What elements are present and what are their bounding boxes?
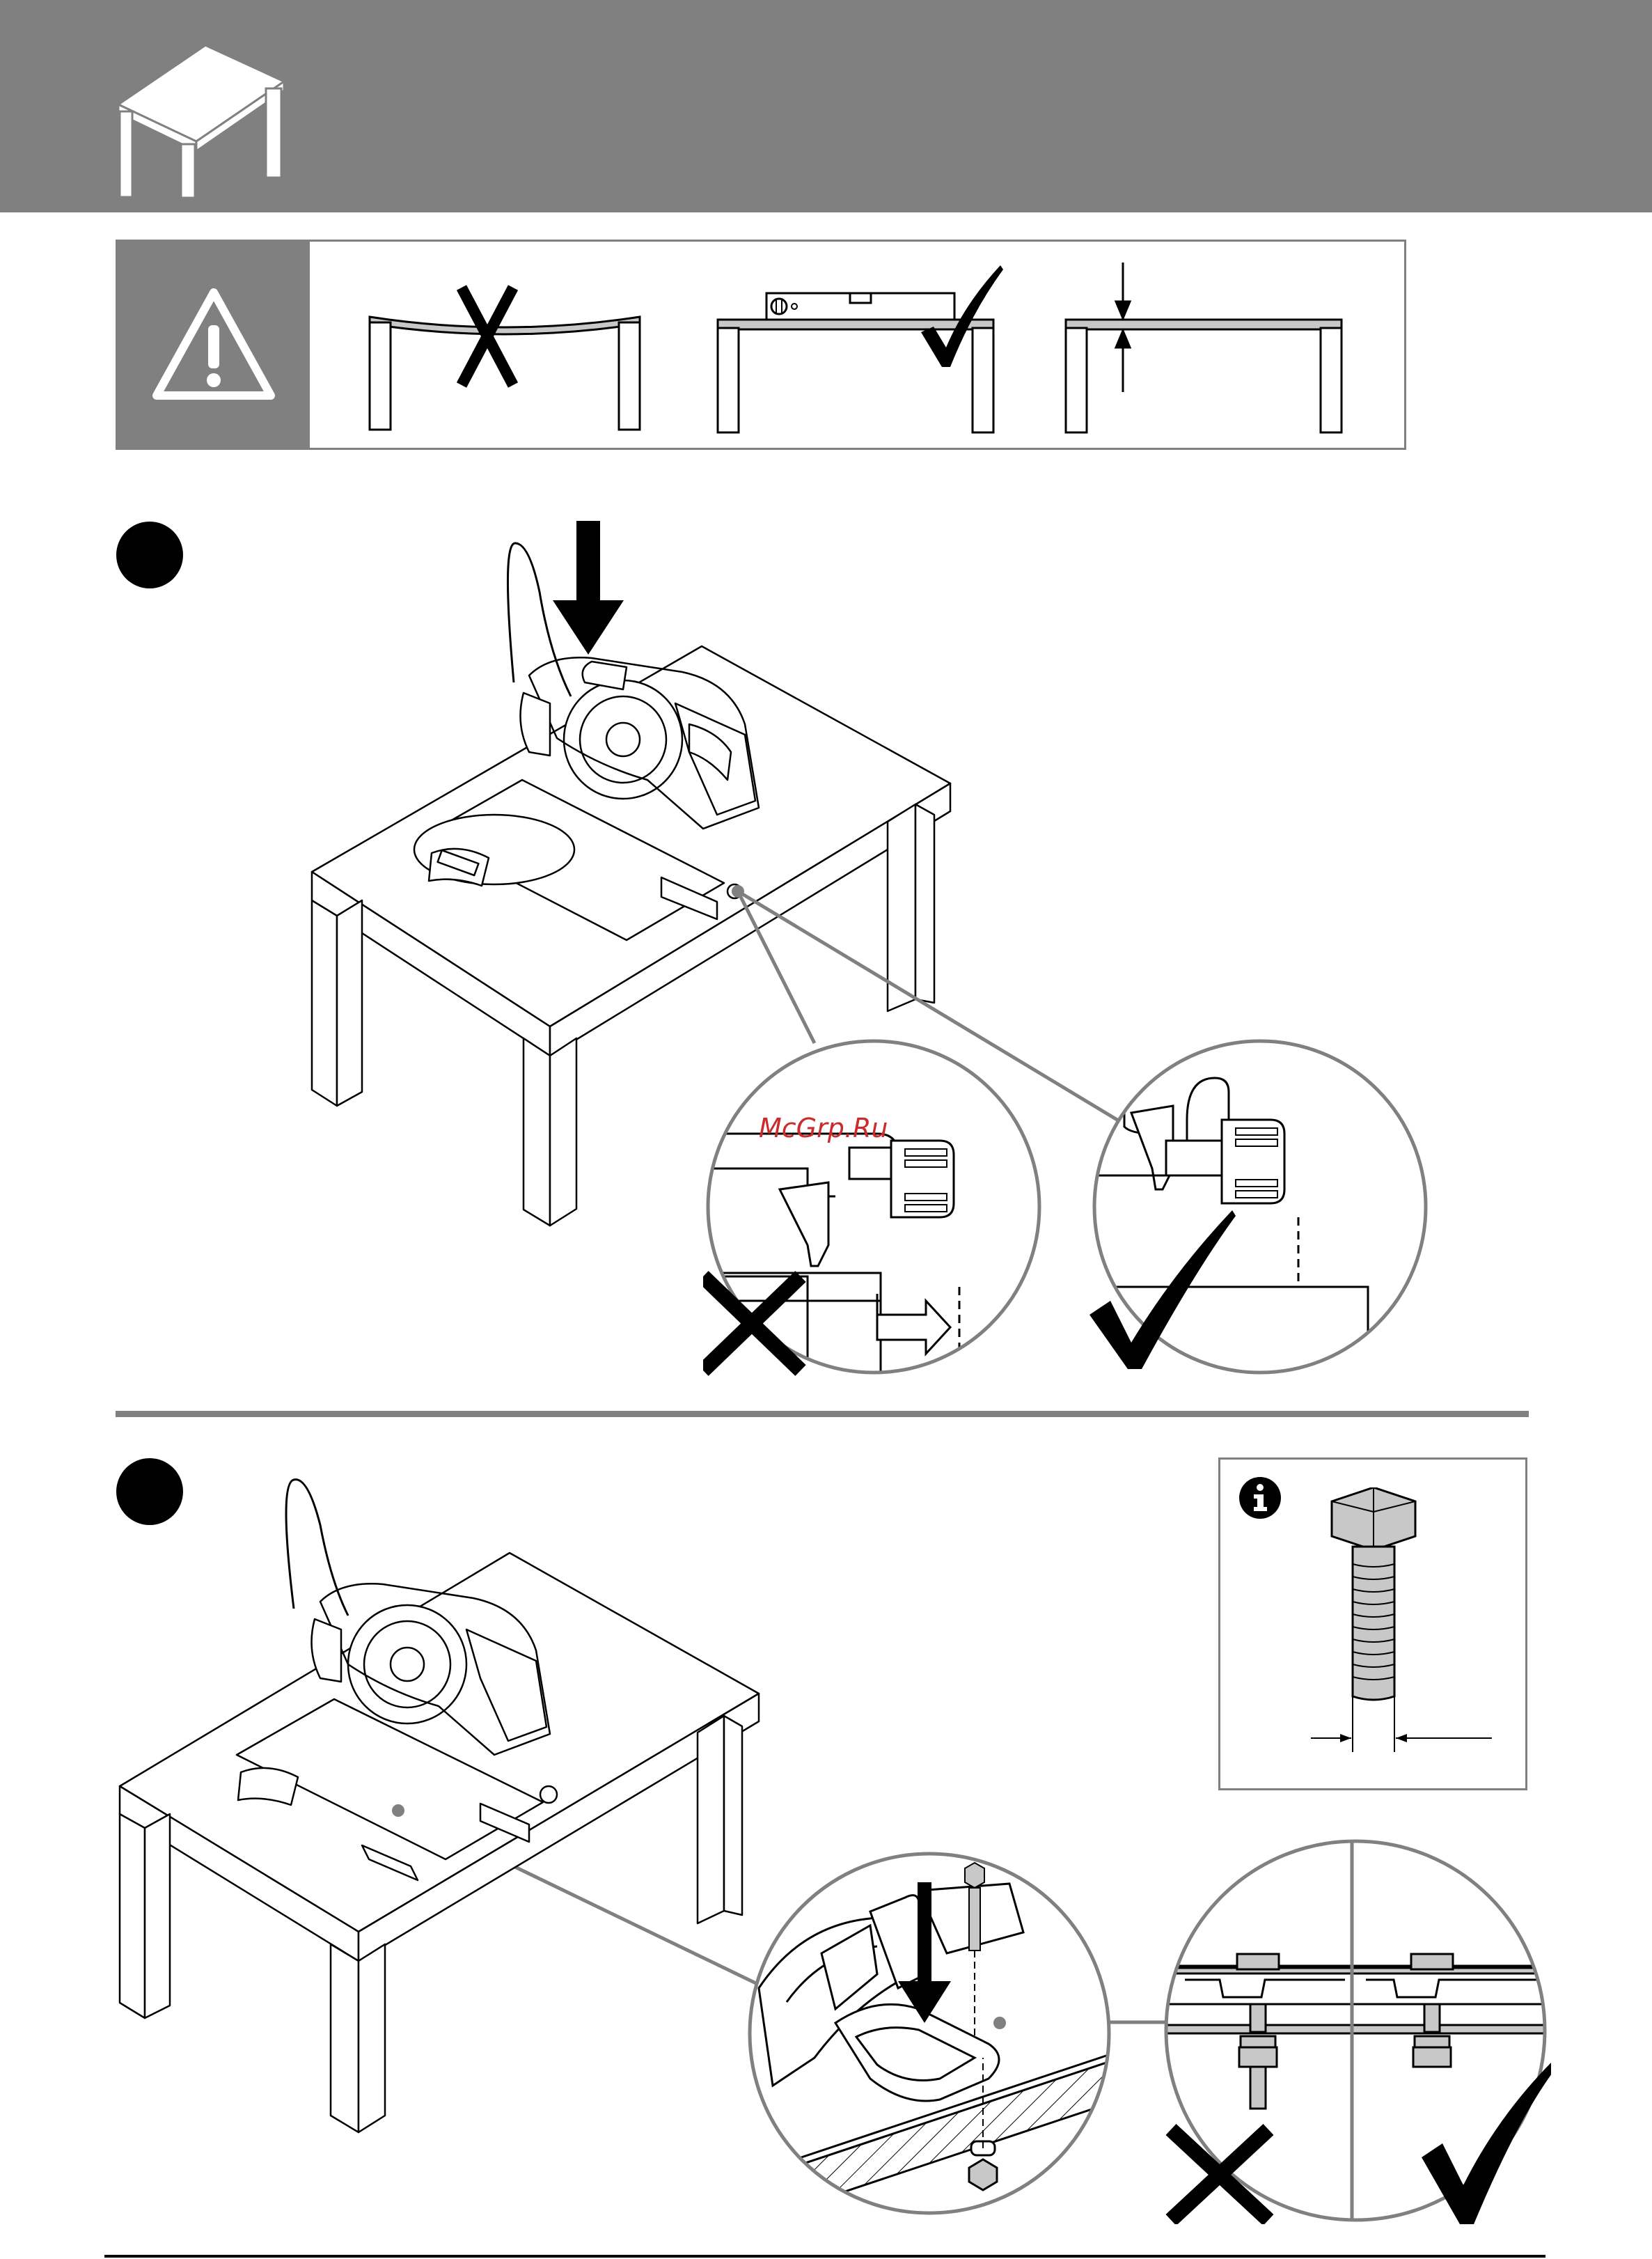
footer-line <box>104 2255 1545 2258</box>
callout-wrong-1 <box>703 1036 1044 1377</box>
callout-bolt-insert <box>745 1849 1114 2218</box>
watermark-text: McGrp.Ru <box>759 1113 888 1143</box>
callout-bolt-length <box>1164 1837 1551 2224</box>
step-2-table-figure <box>111 1455 780 2145</box>
section-divider <box>116 1411 1529 1417</box>
info-box <box>1218 1457 1527 1790</box>
callout-correct-1 <box>1089 1036 1431 1377</box>
info-icon <box>1238 1476 1282 1519</box>
bolt-icon <box>1290 1487 1513 1766</box>
